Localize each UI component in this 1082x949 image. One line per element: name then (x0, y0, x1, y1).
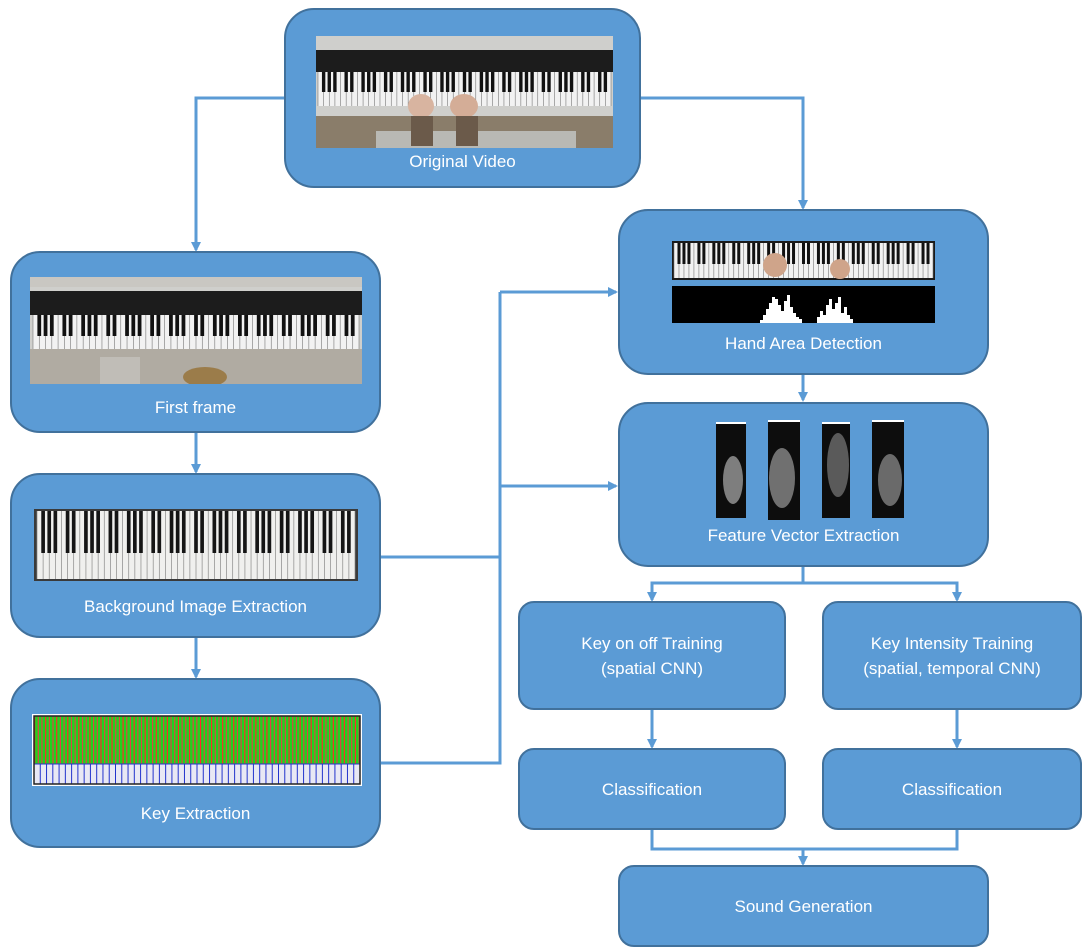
sound-generation-label: Sound Generation (734, 896, 873, 916)
key-extraction-node: Key Extraction (10, 678, 381, 848)
original-video-node: Original Video (284, 8, 641, 188)
key-on-off-training-sublabel: (spatial CNN) (600, 658, 704, 678)
connector-feature-split-right (803, 581, 962, 602)
arrow-video-to-handarea (640, 96, 808, 210)
background-extraction-label: Background Image Extraction (83, 597, 307, 616)
key-intensity-training-sublabel: (spatial, temporal CNN) (863, 658, 1041, 678)
key-on-off-training-label: Key on off Training (581, 633, 723, 653)
background-extraction-node: Background Image Extraction (10, 473, 381, 638)
hand-area-image (672, 241, 935, 323)
classification-right-label: Classification (901, 779, 1003, 799)
classification-left-label: Classification (601, 779, 703, 799)
arrow-video-to-firstframe (191, 96, 284, 252)
feature-vector-image (716, 420, 906, 520)
key-on-off-training-node: Key on off Training (spatial CNN) (518, 601, 786, 710)
hand-area-detection-node: Hand Area Detection (618, 209, 989, 375)
connector-keyextraction-to-bus (380, 292, 502, 765)
classification-right-node: Classification (822, 748, 1082, 830)
feature-vector-extraction-label: Feature Vector Extraction (707, 526, 900, 545)
hand-area-detection-label: Hand Area Detection (725, 334, 882, 353)
key-extraction-image (32, 714, 362, 786)
key-extraction-label: Key Extraction (140, 804, 251, 823)
background-image (34, 509, 358, 581)
key-intensity-training-label: Key Intensity Training (870, 633, 1034, 653)
connector-classifications-merge (650, 830, 959, 851)
original-video-image (316, 36, 613, 148)
first-frame-node: First frame (10, 251, 381, 433)
feature-vector-extraction-node: Feature Vector Extraction (618, 402, 989, 567)
classification-left-node: Classification (518, 748, 786, 830)
key-intensity-training-node: Key Intensity Training (spatial, tempora… (822, 601, 1082, 710)
first-frame-label: First frame (154, 398, 237, 417)
first-frame-image (30, 277, 362, 384)
sound-generation-node: Sound Generation (618, 865, 989, 947)
connector-feature-split (647, 567, 805, 602)
original-video-label: Original Video (409, 152, 516, 171)
